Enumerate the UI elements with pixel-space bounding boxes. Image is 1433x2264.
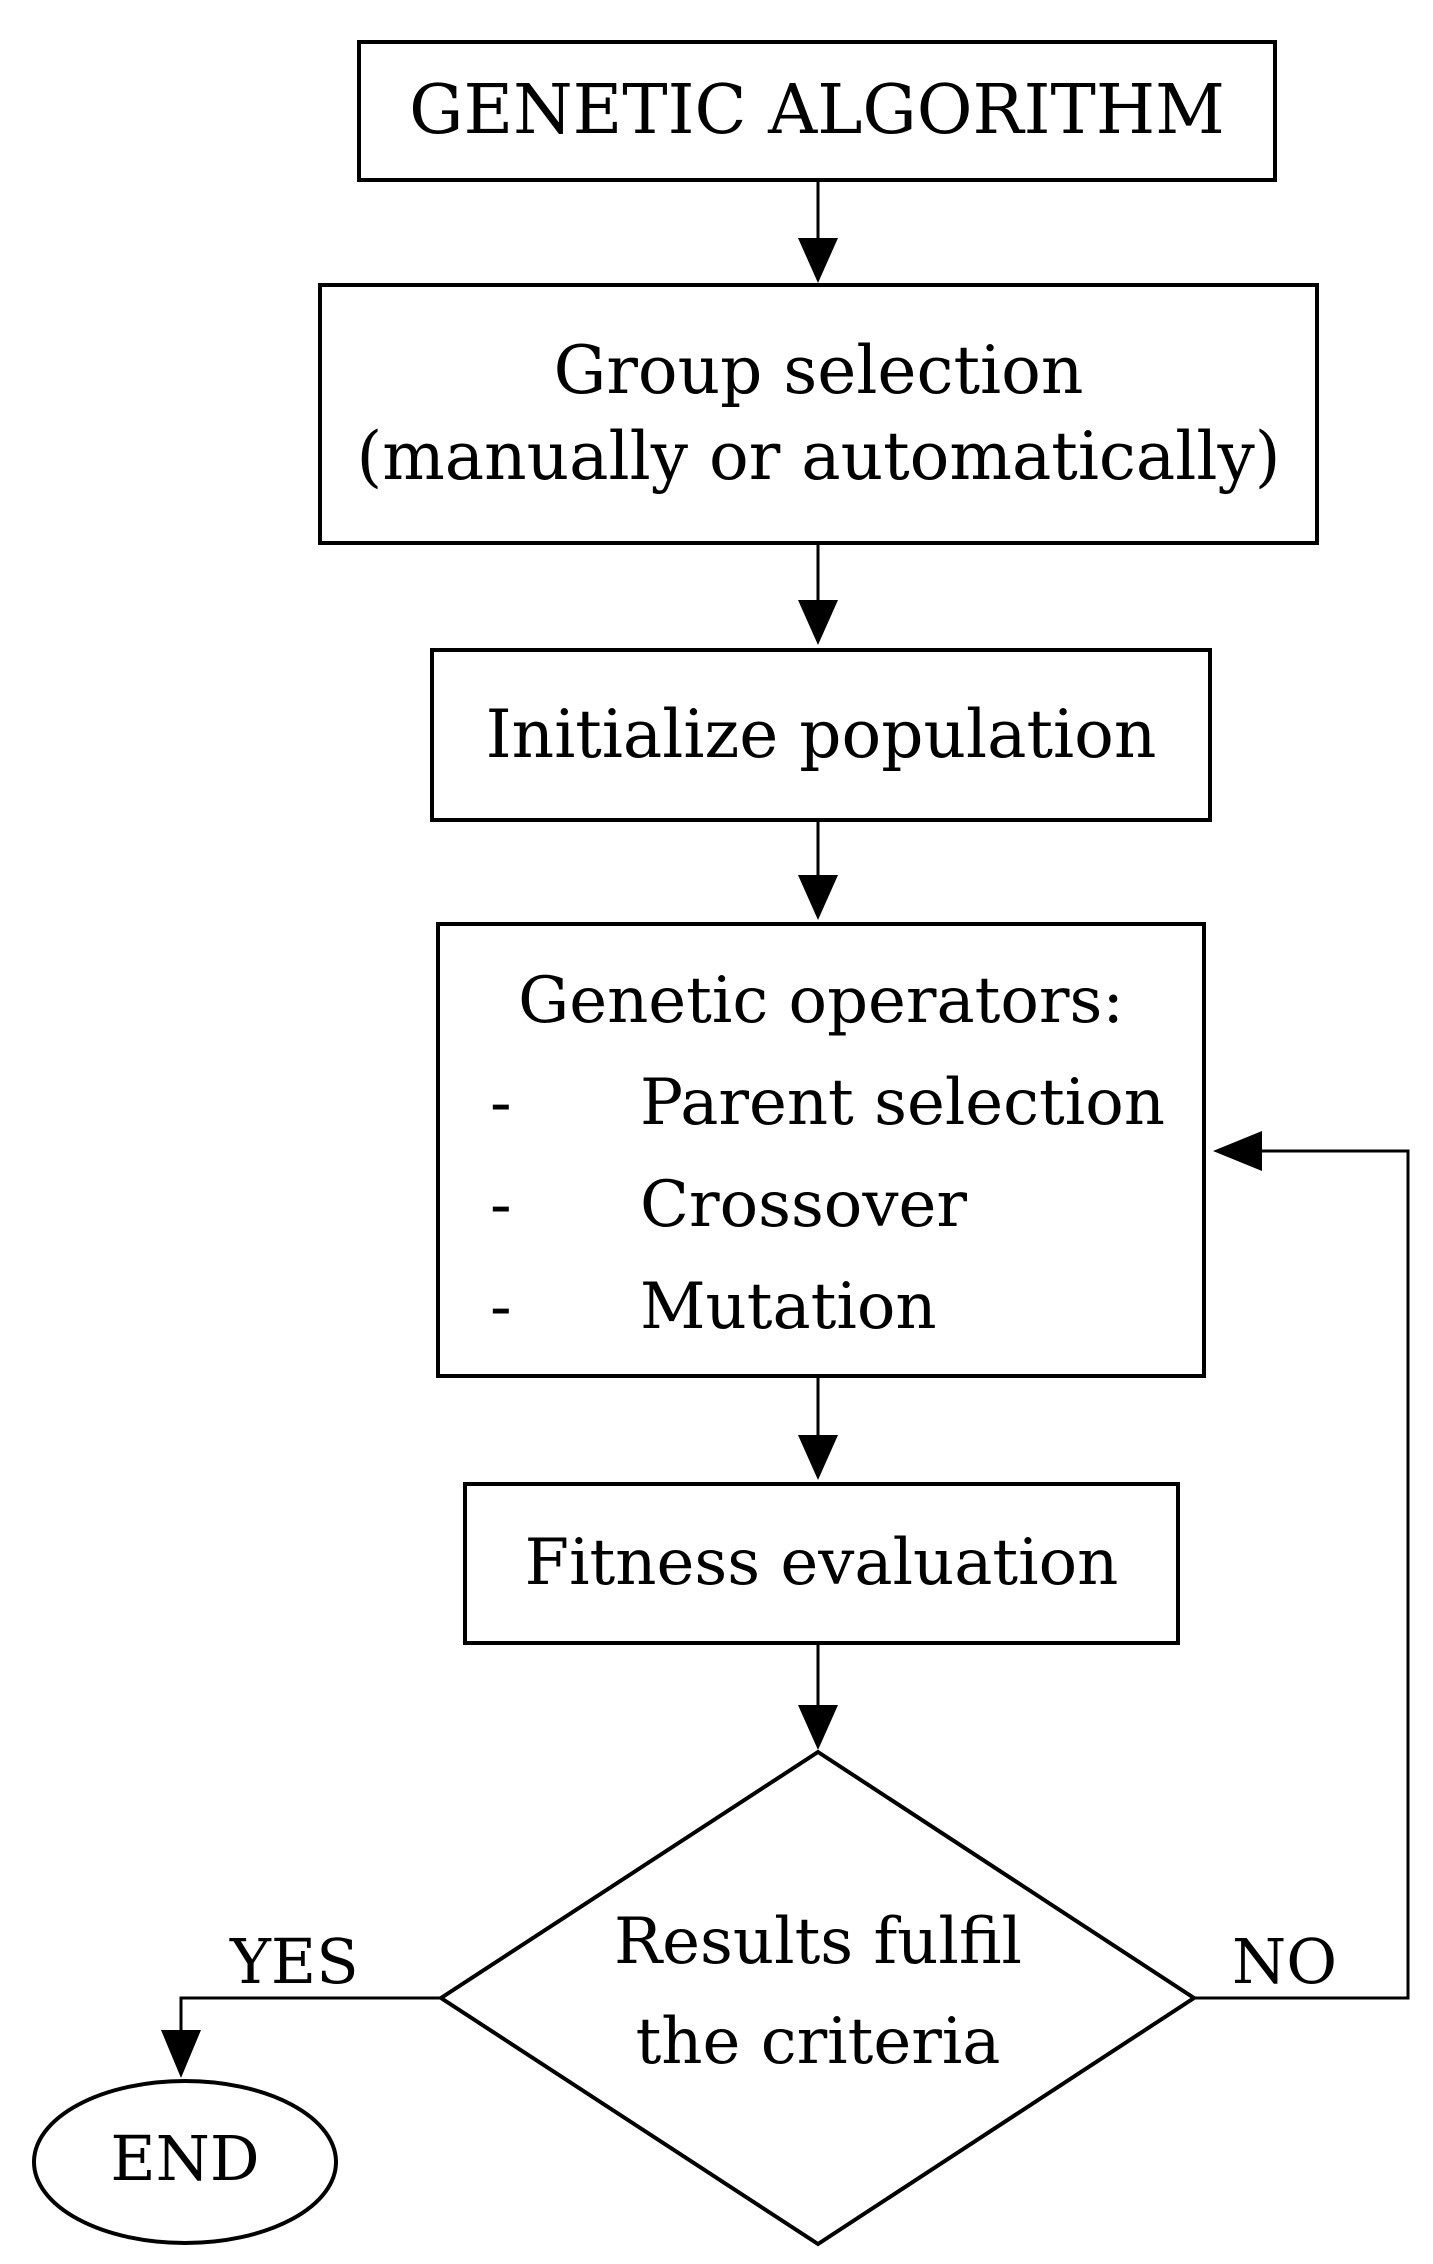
fitness-evaluation-box: Fitness evaluation — [463, 1482, 1180, 1645]
arrowhead-init-to-operators — [798, 875, 838, 920]
decision-diamond — [437, 1749, 1198, 2247]
arrowhead-yes — [161, 2030, 201, 2078]
decision-text: Results fulfil the criteria — [568, 1892, 1068, 2092]
operator-label: Mutation — [640, 1270, 937, 1344]
arrowhead-group-to-init — [798, 600, 838, 645]
group-selection-line2: (manually or automatically) — [356, 418, 1281, 495]
genetic-operators-title: Genetic operators: — [518, 964, 1124, 1038]
operator-item-mutation: - Mutation — [440, 1270, 1202, 1370]
decision-line2: the criteria — [635, 2005, 1001, 2079]
decision-line1: Results fulfil — [613, 1905, 1023, 1979]
init-population-box: Initialize population — [430, 648, 1212, 822]
operator-bullet: - — [490, 1066, 512, 1140]
operator-bullet: - — [490, 1168, 512, 1242]
group-selection-box: Group selection (manually or automatical… — [318, 283, 1319, 545]
start-label: GENETIC ALGORITHM — [409, 71, 1225, 151]
operator-item-parent-selection: - Parent selection — [440, 1066, 1202, 1166]
end-label: END — [110, 2122, 260, 2195]
start-box: GENETIC ALGORITHM — [357, 40, 1277, 182]
end-ellipse — [32, 2079, 338, 2245]
genetic-operators-box: Genetic operators: - Parent selection - … — [436, 922, 1206, 1378]
operator-label: Crossover — [640, 1168, 967, 1242]
arrowhead-operators-to-fitness — [798, 1435, 838, 1480]
arrowhead-start-to-group — [798, 238, 838, 283]
no-loop-connector — [1194, 1149, 1410, 2000]
no-label: NO — [1232, 1925, 1338, 1998]
arrowhead-no-loop — [1213, 1131, 1262, 1171]
yes-label: YES — [230, 1925, 359, 1998]
arrowhead-fitness-to-decision — [798, 1705, 838, 1750]
yes-connector — [179, 1996, 441, 2030]
group-selection-line1: Group selection — [553, 332, 1084, 410]
fitness-evaluation-label: Fitness evaluation — [524, 1525, 1119, 1600]
operator-bullet: - — [490, 1270, 512, 1344]
init-population-label: Initialize population — [485, 696, 1157, 774]
operator-label: Parent selection — [640, 1066, 1165, 1140]
operator-item-crossover: - Crossover — [440, 1168, 1202, 1268]
